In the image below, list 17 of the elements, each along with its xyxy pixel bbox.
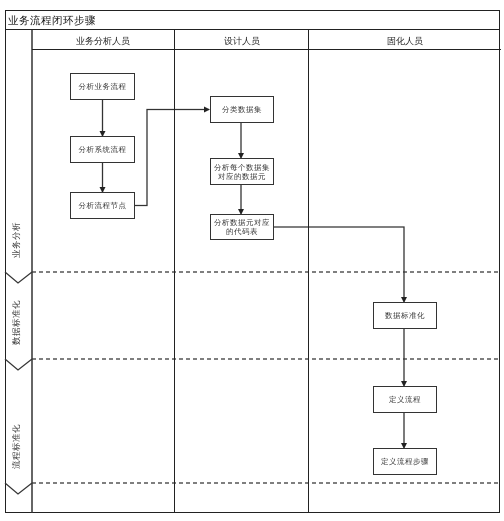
lane-header: 设计人员 — [224, 35, 260, 48]
arrow — [238, 123, 244, 159]
arrow — [100, 163, 106, 193]
swimlane — [174, 30, 308, 513]
arrow — [401, 413, 407, 449]
phase-label: 流程标准化 — [11, 424, 21, 469]
arrow — [238, 185, 244, 215]
arrow — [401, 329, 407, 387]
phase-label: 数据标准化 — [11, 300, 21, 345]
arrow — [100, 100, 106, 137]
phase-label: 业务分析 — [11, 222, 21, 258]
arrow — [135, 106, 210, 206]
arrow — [273, 226, 407, 303]
diagram-title: 业务流程闭环步骤 — [8, 14, 96, 28]
lane-header: 固化人员 — [387, 35, 423, 48]
lane-header: 业务分析人员 — [76, 35, 130, 48]
swimlane — [308, 30, 500, 513]
